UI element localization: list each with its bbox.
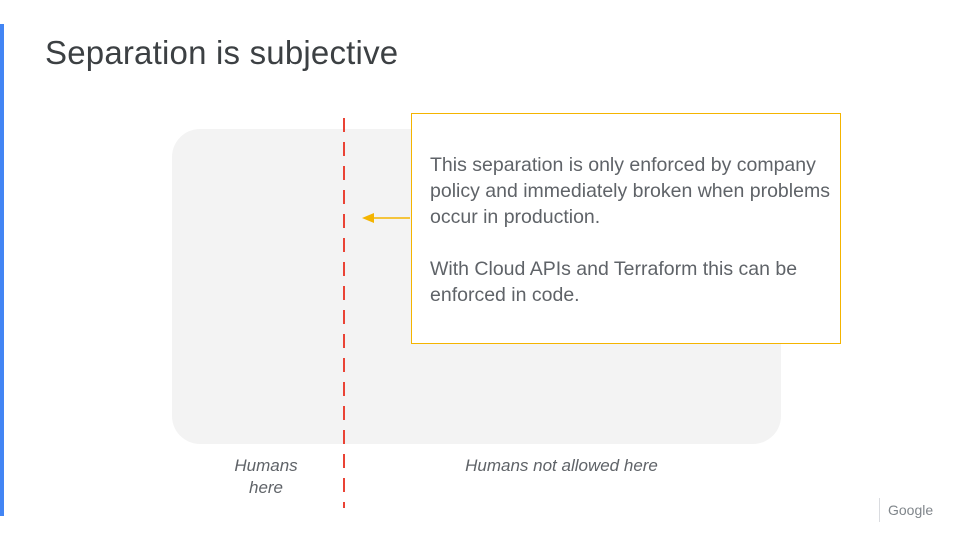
accent-bar [0, 24, 4, 516]
google-logo-text: Google [888, 502, 934, 518]
zone-label-no-humans: Humans not allowed here [465, 456, 658, 475]
zone-label-humans: Humans here [234, 456, 298, 497]
callout-paragraph-1: This separation is only enforced by comp… [430, 154, 830, 228]
brand-separator [879, 498, 880, 522]
callout-box: This separation is only enforced by comp… [411, 113, 841, 344]
callout-paragraph-2: With Cloud APIs and Terraform this can b… [430, 258, 798, 306]
slide-title: Separation is subjective [45, 34, 399, 71]
